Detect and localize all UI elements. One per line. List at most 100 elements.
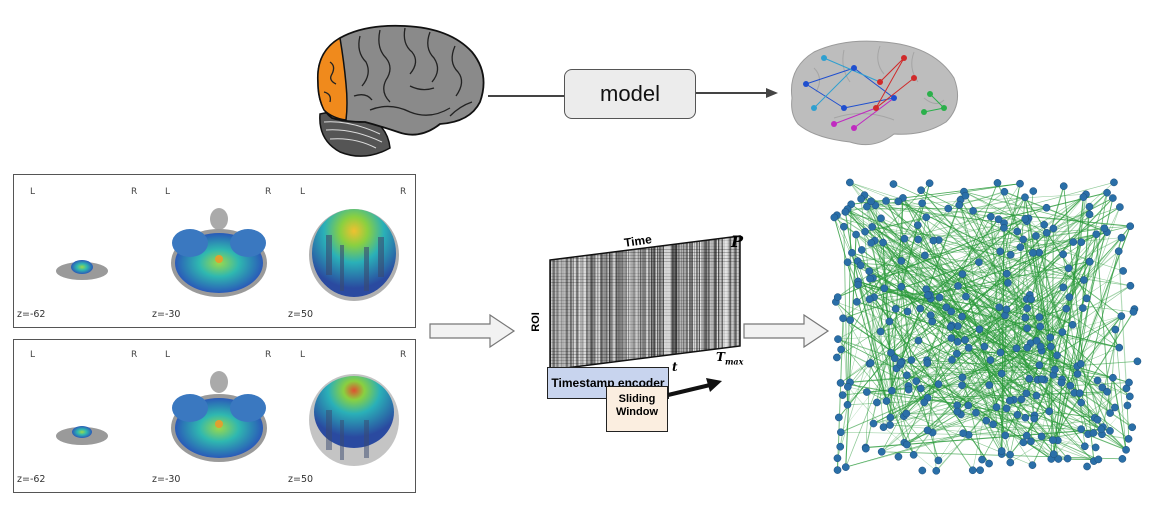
graph-node (841, 208, 850, 216)
sliding-window-box: Sliding Window (606, 386, 668, 432)
graph-edge (972, 210, 1054, 441)
graph-node (1075, 389, 1084, 398)
graph-edge (849, 364, 1040, 383)
graph-node (978, 455, 986, 464)
graph-node (997, 369, 1006, 378)
graph-edge (845, 432, 964, 468)
graph-edge (927, 307, 947, 431)
graph-node (1100, 224, 1109, 233)
graph-node (846, 316, 854, 324)
graph-node (867, 197, 875, 206)
graph-node (1064, 264, 1073, 273)
graph-node (953, 349, 961, 358)
graph-edge (900, 286, 912, 361)
graph-node (916, 384, 925, 393)
graph-node (880, 284, 889, 293)
graph-node (879, 423, 888, 431)
graph-node (1062, 304, 1071, 313)
graph-edge (864, 194, 932, 316)
graph-node (852, 230, 860, 239)
slice-z-label: z=-62 (17, 474, 46, 485)
graph-node (907, 356, 916, 364)
graph-edge (960, 199, 1082, 403)
graph-edge (847, 208, 1042, 351)
graph-node (1030, 414, 1039, 423)
graph-edge (986, 420, 1002, 452)
graph-node (863, 202, 871, 211)
graph-node (856, 261, 865, 270)
graph-edge (873, 224, 919, 298)
graph-node (830, 213, 839, 222)
arrow-brain-to-model (488, 95, 566, 97)
p-label: P (731, 232, 744, 251)
graph-edge (860, 198, 884, 428)
orientation-right-label: R (400, 187, 407, 197)
graph-node (1111, 325, 1120, 334)
graph-edge (920, 189, 1041, 327)
graph-node (1079, 304, 1087, 312)
graph-node (955, 201, 964, 209)
graph-node (1079, 193, 1088, 202)
graph-node (837, 345, 845, 354)
graph-node (882, 397, 891, 405)
graph-edge (1127, 405, 1129, 439)
graph-node (1027, 437, 1035, 446)
graph-node (1016, 243, 1025, 252)
graph-node (1118, 455, 1127, 463)
graph-edge (850, 203, 1058, 356)
graph-node (1017, 395, 1026, 404)
graph-edge (1044, 379, 1071, 386)
graph-edge (938, 328, 1028, 461)
graph-edge (1081, 197, 1084, 243)
graph-edge (869, 298, 1032, 442)
graph-edge (957, 411, 1068, 459)
graph-node (848, 248, 856, 257)
graph-edge (963, 191, 1105, 229)
graph-node (838, 391, 847, 399)
graph-node (1068, 320, 1077, 329)
graph-edge (900, 307, 1083, 365)
graph-edge (947, 208, 1028, 309)
graph-node (833, 454, 842, 463)
graph-edge (904, 406, 997, 443)
graph-edge (926, 363, 937, 471)
graph-edge (883, 222, 1005, 428)
graph-edge (927, 359, 991, 431)
brain-illustration (317, 24, 485, 157)
graph-node (865, 295, 874, 304)
graph-node (865, 267, 874, 276)
graph-node (1019, 235, 1028, 244)
orientation-left-label: L (30, 187, 36, 197)
graph-node (989, 420, 997, 429)
graph-node (986, 356, 995, 364)
graph-edge (865, 203, 923, 449)
graph-node (972, 408, 980, 417)
graph-edge (1030, 232, 1048, 442)
graph-edge (963, 191, 1090, 263)
graph-edge (911, 324, 1073, 361)
graph-edge (1009, 315, 1122, 456)
graph-node (1016, 179, 1024, 188)
graph-node (837, 428, 845, 437)
roi-time-matrix (549, 235, 741, 371)
graph-node (1019, 438, 1028, 447)
graph-edge (924, 255, 1131, 287)
graph-node (862, 388, 871, 396)
graph-node (1119, 267, 1127, 275)
graph-edge (890, 424, 1006, 436)
graph-node (1002, 305, 1011, 314)
graph-node (1126, 281, 1135, 290)
roi-axis-label: ROI (529, 312, 542, 332)
graph-node (1023, 304, 1031, 313)
graph-node (836, 442, 845, 451)
graph-edge (857, 228, 1105, 262)
graph-node (909, 450, 918, 459)
graph-edge (921, 202, 1032, 300)
graph-node (1006, 450, 1014, 459)
graph-edge (1101, 405, 1128, 435)
graph-node (946, 323, 955, 331)
graph-node (902, 440, 911, 449)
graph-node (1029, 249, 1037, 257)
graph-node (1032, 336, 1041, 345)
graph-node (896, 358, 905, 367)
